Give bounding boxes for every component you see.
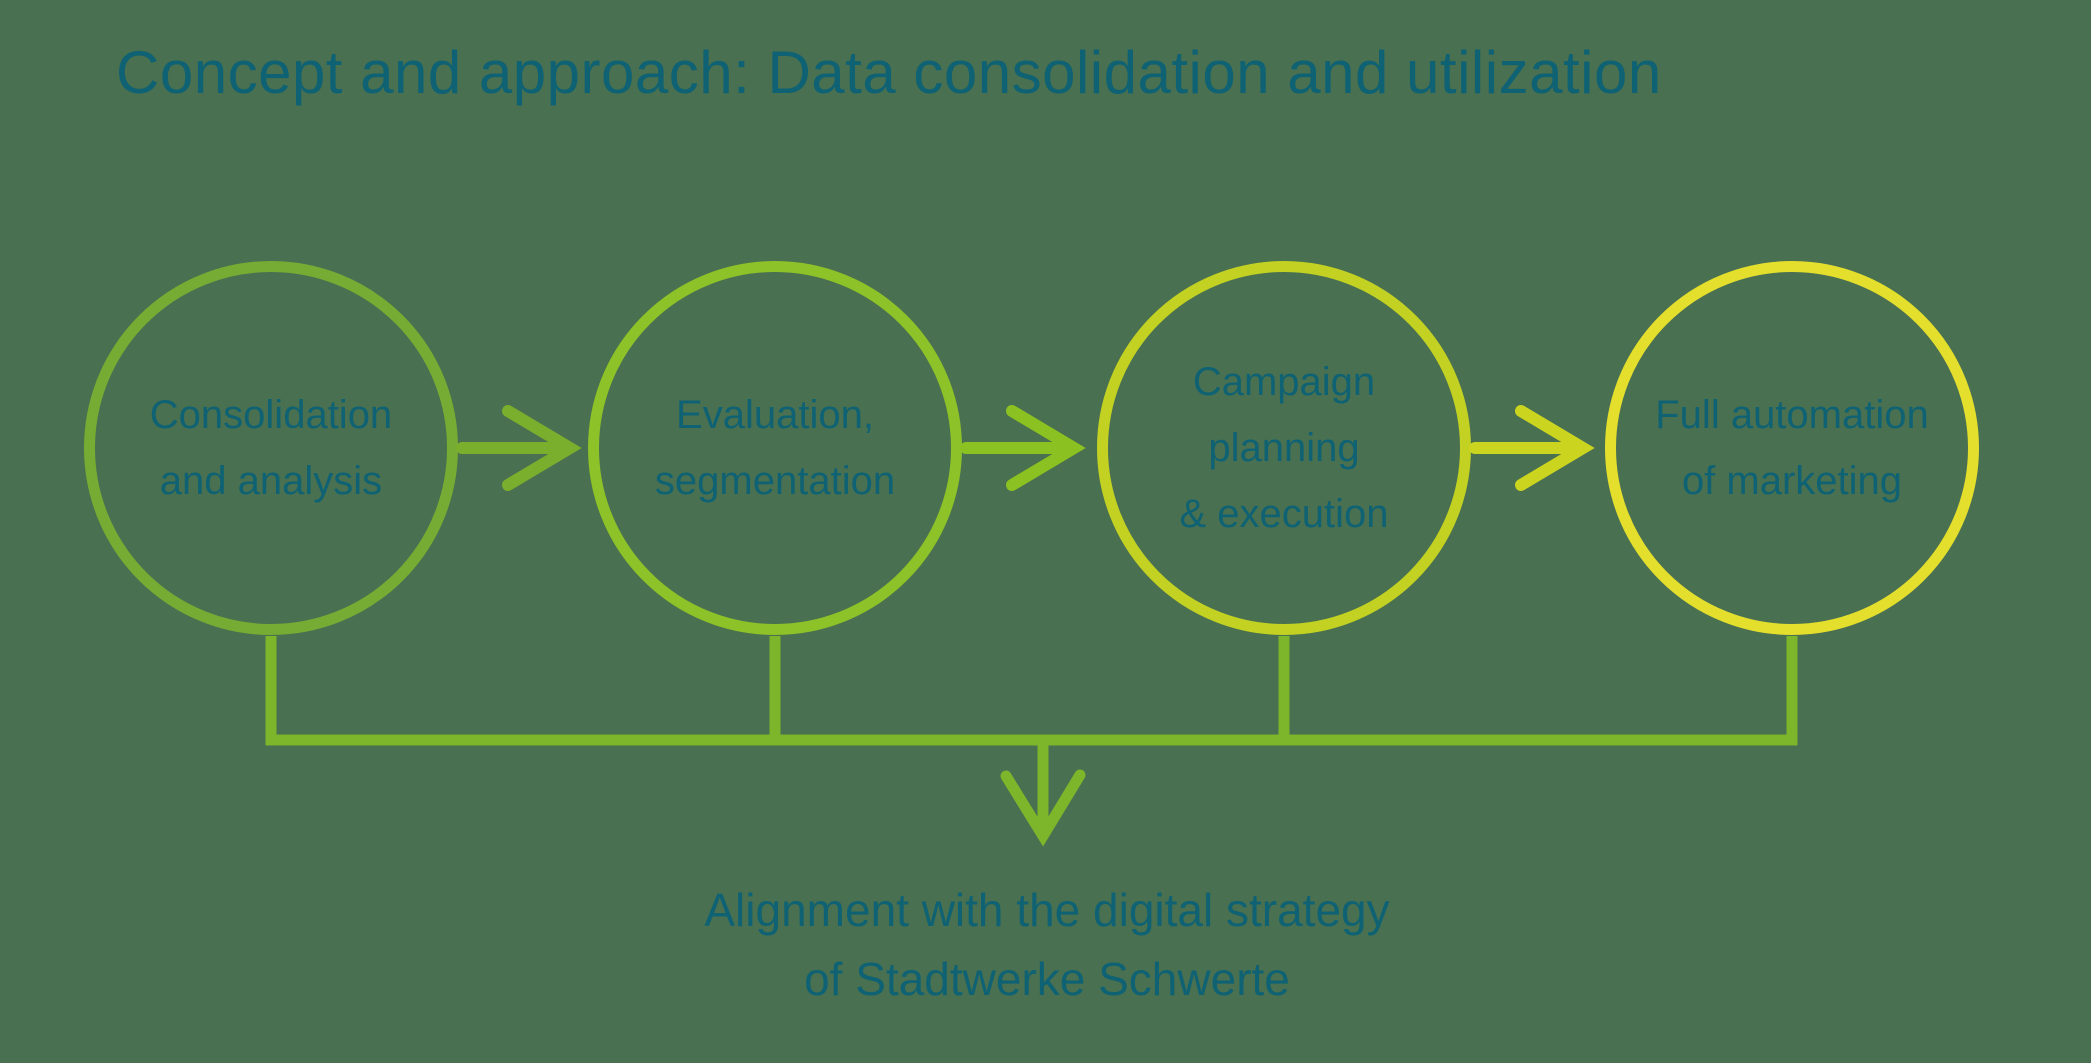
step-circle-4 xyxy=(1605,261,1979,635)
step-circle-2 xyxy=(588,261,962,635)
step-3-label: Campaign planning & execution xyxy=(1179,360,1389,536)
alignment-caption: Alignment with the digital strategy of S… xyxy=(704,884,1390,1005)
step-1-label: Consolidation and analysis xyxy=(149,393,393,503)
step-2-label: Evaluation, segmentation xyxy=(654,393,896,503)
step-circle-1 xyxy=(84,261,458,635)
arrow-right-icon-2 xyxy=(960,405,1086,491)
arrow-right-icon-1 xyxy=(456,405,582,491)
connector-lines xyxy=(265,636,1798,746)
arrow-down-icon xyxy=(1000,739,1086,847)
page-title: Concept and approach: Data consolidation… xyxy=(116,39,1662,106)
step-circle-3 xyxy=(1097,261,1471,635)
arrow-right-icon-3 xyxy=(1469,405,1595,491)
step-4-label: Full automation of marketing xyxy=(1655,393,1929,503)
